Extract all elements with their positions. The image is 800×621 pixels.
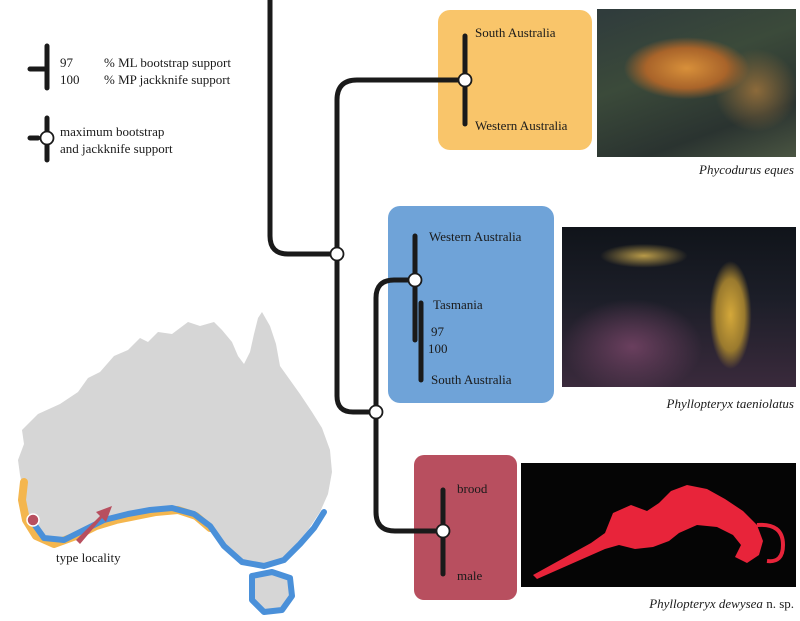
- legend-ml-value: 97: [60, 55, 73, 70]
- type-locality-label: type locality: [56, 550, 121, 565]
- tip-phycodurus-western-australia: Western Australia: [475, 118, 568, 133]
- tip-phycodurus-south-australia: South Australia: [475, 25, 556, 40]
- species-phycodurus-eques: Phycodurus eques: [699, 162, 794, 177]
- clade-box-taeniolatus: [388, 206, 554, 403]
- node-taeniolatus: [407, 272, 423, 288]
- legend-max-line1: maximum bootstrap: [60, 124, 165, 139]
- legend-mp-text: % MP jackknife support: [104, 72, 231, 87]
- skeleton-tail: [756, 522, 786, 564]
- node-dewysea: [435, 523, 451, 539]
- tip-dewysea-brood: brood: [457, 481, 488, 496]
- type-locality-marker: [26, 513, 40, 527]
- tasmania-landmass: [252, 572, 292, 612]
- legend-mp-value: 100: [60, 72, 80, 87]
- skeleton-illustration: [533, 485, 786, 579]
- legend-ml-text: % ML bootstrap support: [104, 55, 231, 70]
- legend-max-line2: and jackknife support: [60, 141, 173, 156]
- branch-dewysea: [373, 409, 446, 534]
- max-support-nodes: [39, 72, 473, 539]
- species-phyllopteryx-dewysea: Phyllopteryx dewysea n. sp.: [649, 596, 794, 612]
- australia-map: [18, 312, 332, 615]
- root-branch: [267, 0, 340, 257]
- photo-phycodurus-eques: [597, 9, 796, 157]
- branch-phyllopteryx: [334, 251, 379, 415]
- node-root: [329, 246, 345, 262]
- type-locality-arrow: [76, 506, 112, 544]
- clade-box-phycodurus: [438, 10, 592, 150]
- legend-support-bar: [27, 43, 50, 91]
- legend-max-node: [39, 130, 55, 146]
- tip-taeniolatus-tasmania: Tasmania: [433, 297, 483, 312]
- species-phyllopteryx-taeniolatus: Phyllopteryx taeniolatus: [666, 396, 794, 411]
- tip-taeniolatus-western-australia: Western Australia: [429, 229, 522, 244]
- species-dewysea-suffix: n. sp.: [762, 596, 794, 611]
- clade-box-dewysea: [414, 455, 517, 600]
- photo-phyllopteryx-taeniolatus: [562, 227, 796, 387]
- node-taeniolatus-mp: 100: [428, 341, 448, 356]
- tip-taeniolatus-south-australia: South Australia: [431, 372, 512, 387]
- photo-phyllopteryx-dewysea: [521, 463, 796, 587]
- phylogenetic-tree: [27, 0, 468, 577]
- range-tasmania: [249, 569, 295, 615]
- tip-dewysea-male: male: [457, 568, 483, 583]
- species-dewysea-name: Phyllopteryx dewysea: [649, 596, 763, 611]
- branch-phycodurus: [334, 77, 468, 257]
- australia-landmass: [18, 312, 332, 566]
- node-taeniolatus-ml: 97: [431, 324, 444, 339]
- range-phyllopteryx-taeniolatus: [31, 505, 327, 569]
- skeleton-body: [533, 485, 763, 579]
- branch-taeniolatus: [373, 277, 418, 415]
- node-phycodurus: [457, 72, 473, 88]
- node-phyllopteryx: [368, 404, 384, 420]
